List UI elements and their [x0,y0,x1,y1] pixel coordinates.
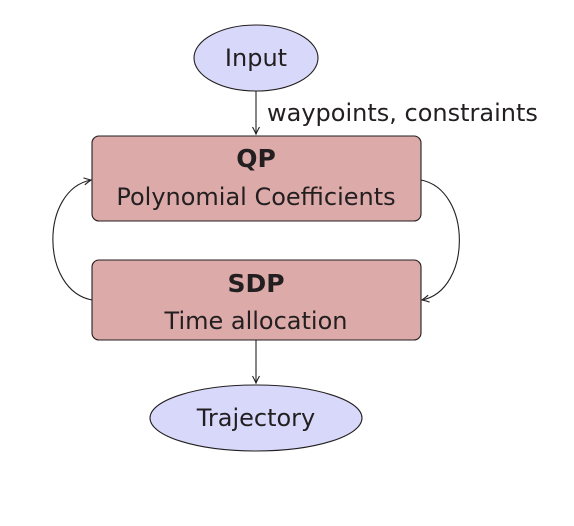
trajectory-label: Trajectory [196,404,316,432]
qp-title: QP [236,144,276,173]
input-node: Input [193,24,319,92]
sdp-node: SDP Time allocation [91,259,422,341]
qp-node: QP Polynomial Coefficients [91,135,422,222]
edge-input-to-qp: waypoints, constraints [252,91,538,136]
sdp-subtitle: Time allocation [164,307,348,335]
arrow-qp-to-sdp [420,179,460,303]
qp-subtitle: Polynomial Coefficients [116,183,395,211]
sdp-title: SDP [227,269,284,298]
trajectory-node: Trajectory [149,384,363,452]
edge-label-waypoints-constraints: waypoints, constraints [267,99,538,127]
input-label: Input [225,44,287,72]
trajectory-ellipse [149,384,363,452]
arrow-sdp-to-qp [52,177,93,301]
